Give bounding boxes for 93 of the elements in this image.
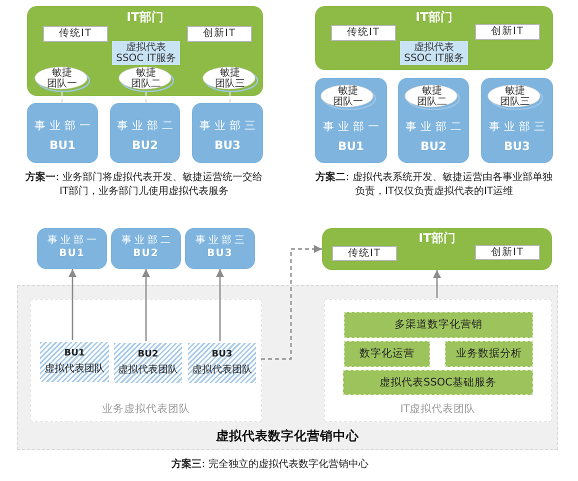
team-label: 敏捷团队二 — [130, 68, 162, 90]
panel-title: IT部门 — [126, 10, 164, 24]
unit-code: BU3 — [502, 139, 532, 153]
team-label: 虚拟代表团队 — [44, 364, 106, 376]
hatched-team-box — [40, 342, 109, 382]
dashed-connector-line — [145, 92, 147, 103]
box-label: 虚拟代表SSOC IT服务 — [115, 42, 177, 64]
system-box — [475, 245, 540, 260]
panel-title: IT部门 — [418, 231, 456, 245]
system-box — [187, 26, 252, 42]
box-label: 传统IT — [58, 28, 94, 40]
unit-code: BU1 — [336, 139, 366, 153]
business-unit-card — [192, 103, 263, 163]
unit-code: BU3 — [206, 248, 234, 260]
unit-code: BU2 — [419, 139, 448, 153]
unit-code: BU1 — [48, 138, 77, 152]
hatched-team-box — [114, 343, 182, 383]
bar-label: 数字化运营 — [358, 348, 416, 360]
box-label: 传统IT — [346, 248, 382, 260]
capability-bar — [343, 370, 533, 395]
unit-code: BU2 — [130, 138, 160, 152]
team-ellipse — [404, 84, 460, 110]
center-title: 虚拟代表数字化营销中心 — [215, 428, 360, 443]
capability-bar — [344, 341, 430, 367]
business-unit-card — [27, 103, 98, 163]
caption: 方案一: 业务部门将虚拟代表开发、敏捷运营统一交给IT部门，业务部门儿使用虚拟代表服务 — [24, 171, 264, 199]
box-label: 创新IT — [202, 28, 238, 40]
arrow — [142, 269, 150, 341]
arrow — [216, 269, 224, 341]
team-panel — [30, 299, 262, 422]
business-unit-card — [185, 228, 255, 269]
unit-name: 事业部二 — [116, 119, 178, 133]
unit-code: BU2 — [136, 350, 160, 360]
unit-name: 事业部一 — [34, 119, 96, 133]
system-box — [43, 26, 108, 42]
bar-label: 虚拟代表SSOC基础服务 — [378, 376, 498, 389]
team-label: 敏捷团队三 — [214, 68, 246, 90]
unit-code: BU2 — [132, 248, 160, 260]
team-label: 敏捷团队二 — [416, 86, 448, 108]
team-label: 敏捷团队一 — [332, 86, 364, 108]
panel-label: IT虚拟代表团队 — [399, 403, 477, 416]
team-label: 虚拟代表团队 — [191, 364, 253, 376]
box-label: 创新IT — [490, 246, 526, 258]
unit-code: BU3 — [213, 138, 242, 152]
arrow — [68, 269, 76, 340]
team-label: 敏捷团队三 — [499, 86, 531, 108]
unit-name: 事业部二 — [120, 235, 174, 247]
business-unit-card — [315, 78, 387, 163]
panel-title: IT部门 — [414, 10, 454, 24]
unit-name: 事业部一 — [46, 235, 100, 247]
business-unit-card — [110, 103, 180, 163]
capability-bar — [445, 341, 533, 367]
unit-name: 事业部三 — [194, 235, 248, 247]
hatched-team-box — [188, 343, 256, 383]
box-label: 创新IT — [490, 26, 526, 38]
caption: 方案二: 虚拟代表系统开发、敏捷运营由各事业部单独负责，IT仅仅负责虚拟代表的IT运维 — [314, 171, 554, 199]
system-box — [475, 24, 540, 40]
box-label: 虚拟代表SSOC IT服务 — [403, 42, 465, 64]
unit-name: 事业部一 — [322, 120, 384, 134]
department-panel — [27, 6, 263, 96]
capability-bar — [344, 312, 533, 338]
unit-code: BU3 — [210, 350, 234, 360]
dashed-connector-line — [61, 92, 63, 103]
team-ellipse — [320, 84, 376, 110]
dashed-connector-line — [229, 92, 231, 103]
unit-name: 事业部三 — [198, 119, 260, 133]
team-ellipse — [118, 66, 174, 92]
center-panel — [17, 285, 558, 450]
business-unit-card — [481, 78, 553, 163]
team-ellipse — [34, 66, 90, 92]
arrow — [433, 270, 441, 298]
business-unit-card — [398, 78, 469, 163]
unit-name: 事业部二 — [404, 120, 466, 134]
team-panel — [324, 299, 552, 422]
bar-label: 多渠道数字化营销 — [394, 318, 484, 332]
bar-label: 业务数据分析 — [455, 348, 523, 360]
team-label: 敏捷团队一 — [46, 68, 78, 90]
caption: 方案三: 完全独立的虚拟代表数字化营销中心 — [170, 458, 370, 472]
dashed-arrow — [261, 245, 322, 360]
department-panel — [315, 6, 553, 70]
unit-code: BU1 — [63, 348, 86, 360]
box-label: 传统IT — [346, 27, 382, 39]
unit-code: BU1 — [58, 248, 86, 260]
system-box — [331, 25, 396, 41]
panel-label: 业务虚拟代表团队 — [101, 403, 191, 416]
system-box — [332, 246, 397, 261]
team-ellipse — [487, 84, 543, 110]
business-unit-card — [37, 228, 107, 269]
department-panel — [322, 228, 552, 270]
team-label: 虚拟代表团队 — [117, 364, 179, 376]
team-ellipse — [202, 66, 258, 92]
unit-name: 事业部三 — [488, 120, 550, 134]
business-unit-card — [111, 228, 181, 269]
